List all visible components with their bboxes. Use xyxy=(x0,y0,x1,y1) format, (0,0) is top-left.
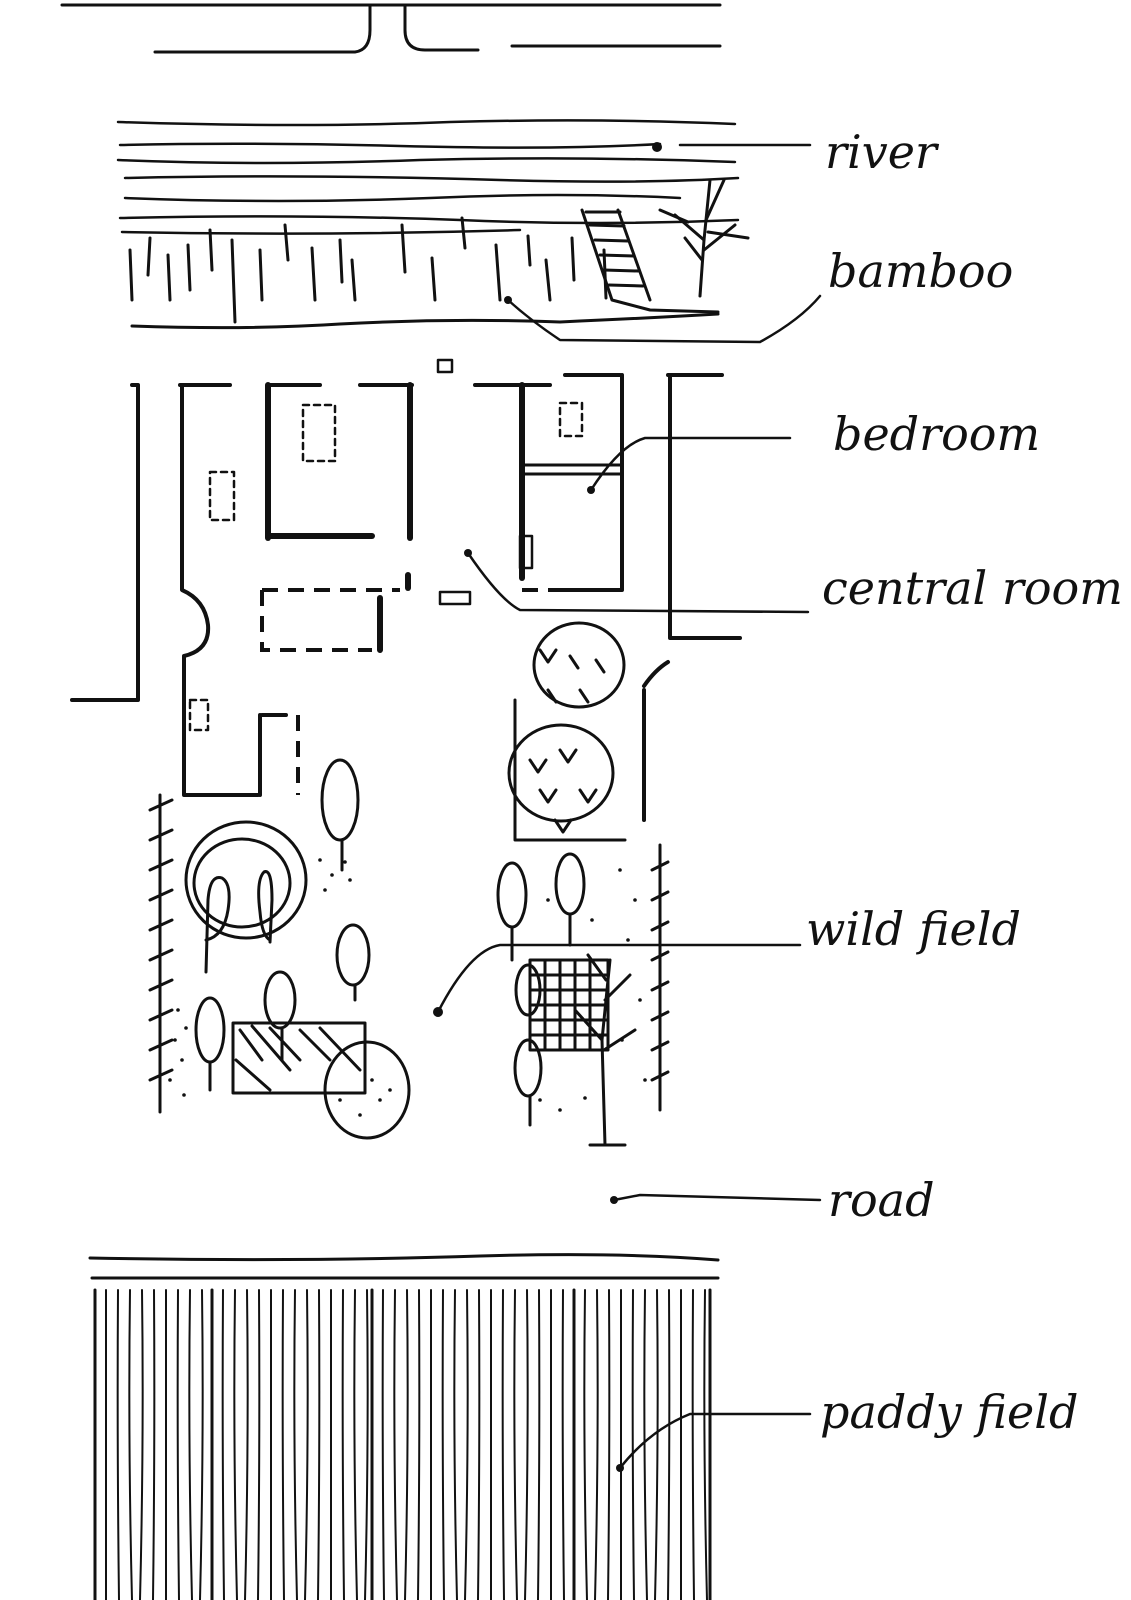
paddy-row xyxy=(317,1289,321,1600)
paddy-row xyxy=(139,1289,144,1600)
small-fixtures xyxy=(436,358,534,606)
leader-lines xyxy=(436,294,822,1470)
river xyxy=(116,119,812,235)
paddy-row xyxy=(513,1289,518,1600)
paddy-row xyxy=(393,1289,398,1600)
paddy-row xyxy=(233,1289,238,1600)
wild-field-right xyxy=(496,621,670,1147)
paddy-row xyxy=(607,1289,611,1600)
wild-field-stipple xyxy=(168,858,647,1117)
paddy-row xyxy=(304,1289,309,1600)
paddy-row xyxy=(152,1289,156,1600)
riverside-tree xyxy=(658,178,750,298)
label-bamboo: bamboo xyxy=(828,244,1013,298)
paddy-row xyxy=(441,1289,445,1600)
paddy-row xyxy=(477,1289,481,1600)
paddy-field xyxy=(88,1253,720,1600)
paddy-row xyxy=(524,1289,529,1600)
paddy-row xyxy=(128,1289,133,1600)
river-steps xyxy=(580,208,720,314)
paddy-row xyxy=(293,1289,298,1600)
bold-interior-walls xyxy=(265,382,525,653)
label-paddy-field: paddy field xyxy=(820,1385,1078,1439)
label-wild-field: wild field xyxy=(806,902,1021,956)
paddy-row xyxy=(583,1289,588,1600)
paddy-row xyxy=(631,1289,635,1600)
paddy-row xyxy=(537,1289,541,1600)
paddy-row xyxy=(561,1289,565,1600)
paddy-row xyxy=(341,1289,345,1600)
paddy-row xyxy=(353,1289,358,1600)
paddy-row xyxy=(417,1289,421,1600)
label-bedroom: bedroom xyxy=(833,407,1040,461)
bedroom-partition xyxy=(523,463,624,476)
paddy-row xyxy=(404,1289,409,1600)
house-walls xyxy=(70,373,742,822)
paddy-row xyxy=(188,1289,193,1600)
paddy-row xyxy=(654,1289,659,1600)
furniture xyxy=(188,401,584,732)
paddy-row xyxy=(199,1289,204,1600)
paddy-row xyxy=(667,1289,671,1600)
paddy-row xyxy=(281,1289,285,1600)
paddy-row xyxy=(464,1289,469,1600)
label-river: river xyxy=(825,125,940,179)
paddy-row xyxy=(257,1289,261,1600)
paddy-row xyxy=(501,1289,505,1600)
label-central-room: central room xyxy=(822,561,1123,615)
paddy-row xyxy=(453,1289,458,1600)
wild-field-left xyxy=(148,758,411,1140)
paddy-row xyxy=(364,1289,369,1600)
dashed-walls xyxy=(260,588,620,795)
paddy-rows xyxy=(104,1289,708,1600)
paddy-row xyxy=(381,1289,385,1600)
label-road: road xyxy=(828,1173,935,1227)
top-street xyxy=(60,3,722,54)
paddy-row xyxy=(643,1289,648,1600)
bamboo xyxy=(128,216,720,330)
paddy-row xyxy=(221,1289,225,1600)
paddy-row xyxy=(703,1289,708,1600)
paddy-row xyxy=(244,1289,249,1600)
river-leader-dot xyxy=(652,142,662,152)
paddy-row xyxy=(691,1289,695,1600)
paddy-row xyxy=(594,1289,599,1600)
paddy-row xyxy=(116,1289,120,1600)
paddy-row xyxy=(176,1289,180,1600)
